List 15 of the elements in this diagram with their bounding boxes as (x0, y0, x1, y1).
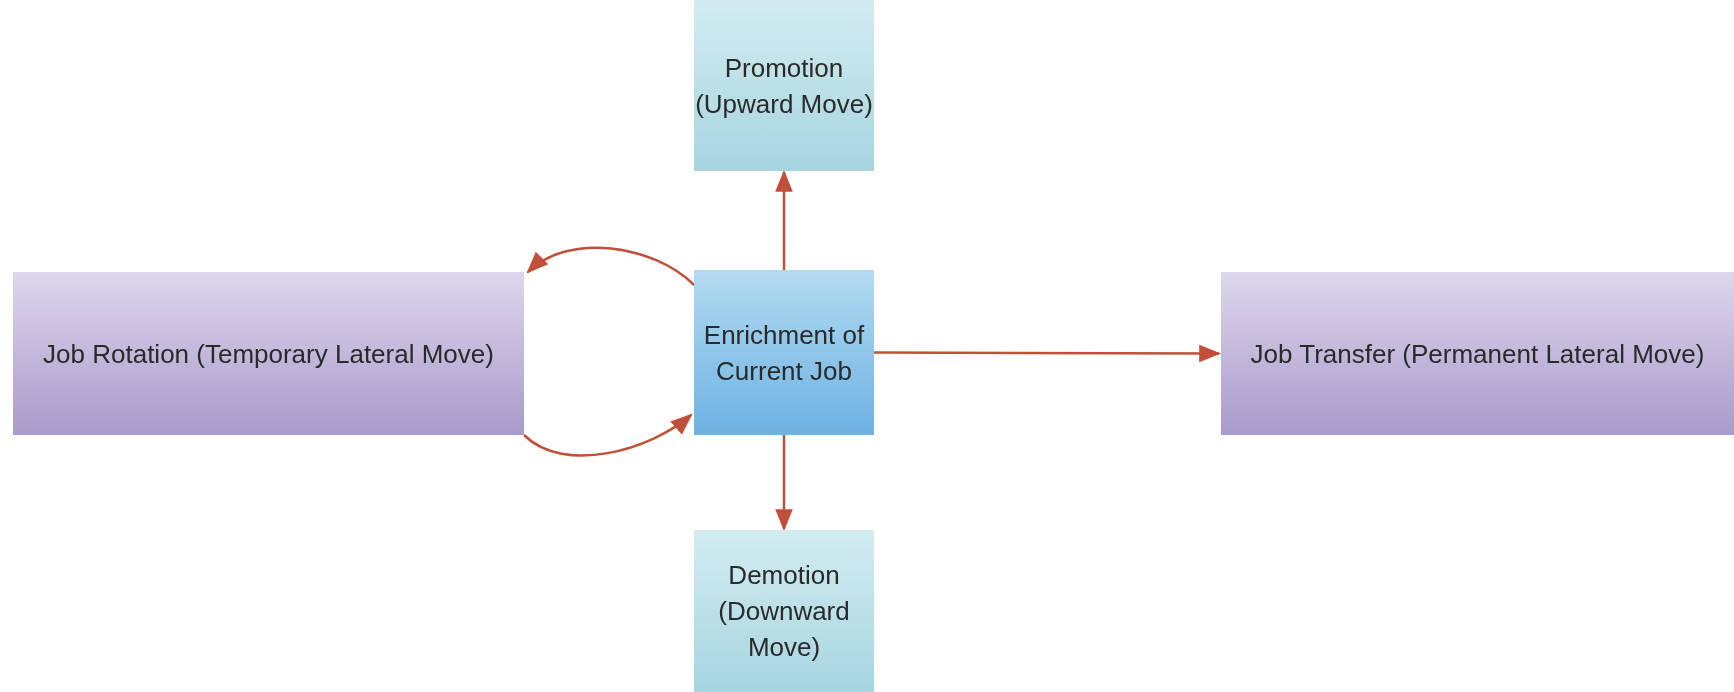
arrow (775, 169, 793, 270)
box-label: Enrichment of Current Job (702, 318, 866, 388)
box-label: Job Transfer (Permanent Lateral Move) (1250, 337, 1705, 371)
arrow (874, 344, 1222, 363)
job-option-box (1221, 272, 1734, 435)
job-option-box (694, 270, 874, 435)
job-option-box (13, 272, 524, 435)
arrow (526, 246, 695, 286)
box-label: Job Rotation (Temporary Lateral Move) (43, 337, 494, 371)
box-label: Promotion (Upward Move) (694, 51, 874, 121)
box-label: Demotion (Downward Move) (717, 559, 851, 664)
arrow (775, 435, 793, 532)
job-option-box (694, 0, 874, 171)
arrow (523, 413, 693, 457)
job-option-box (694, 530, 874, 692)
